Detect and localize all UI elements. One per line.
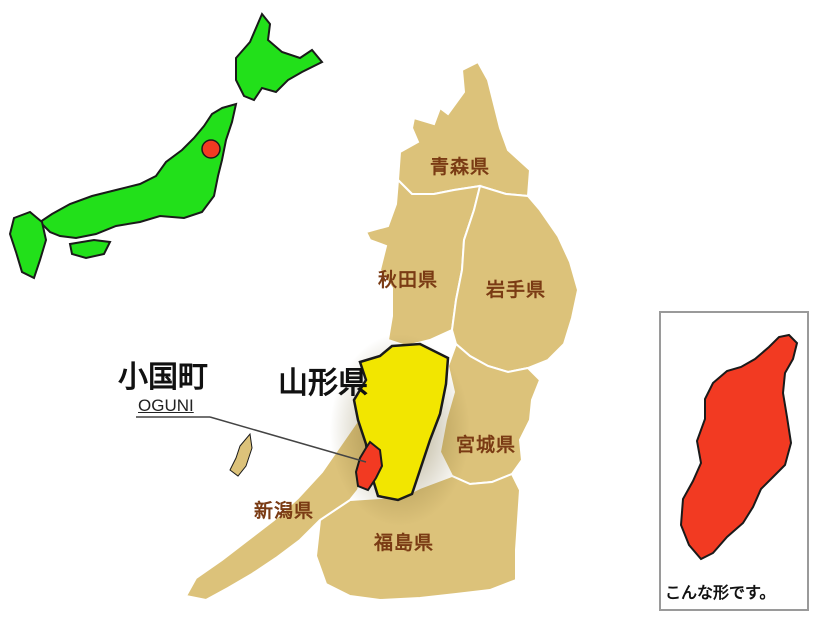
fukushima-label: 福島県: [374, 532, 435, 554]
oguni-jp-label: 小国町: [118, 360, 208, 395]
sado-island: [229, 432, 253, 477]
tohoku-region: [136, 60, 580, 602]
akita-label: 秋田県: [378, 269, 439, 291]
miyagi-label: 宮城県: [456, 434, 517, 456]
niigata-label: 新潟県: [254, 500, 315, 522]
honshu-shape: [38, 102, 238, 240]
yamagata-label: 山形県: [278, 366, 368, 401]
inset-caption: こんな形です。: [665, 583, 776, 602]
red-dot-marker-icon: [201, 139, 221, 159]
hokkaido-shape: [235, 12, 324, 102]
oguni-pointer-line: [209, 416, 367, 463]
aomori-label: 青森県: [430, 156, 491, 178]
oguni-enlarged-shape: [679, 333, 799, 561]
oguni-en-label: OGUNI: [138, 396, 194, 415]
iwate-label: 岩手県: [486, 279, 547, 301]
oguni-shape-inset: こんな形です。: [659, 311, 809, 611]
aomori-prefecture: [396, 60, 532, 198]
oguni-enlarged-outline: [679, 333, 799, 561]
japan-overview-map: [8, 12, 324, 280]
oguni-town-shape: [354, 440, 384, 492]
shikoku-shape: [68, 238, 112, 260]
kyushu-shape: [8, 210, 48, 280]
